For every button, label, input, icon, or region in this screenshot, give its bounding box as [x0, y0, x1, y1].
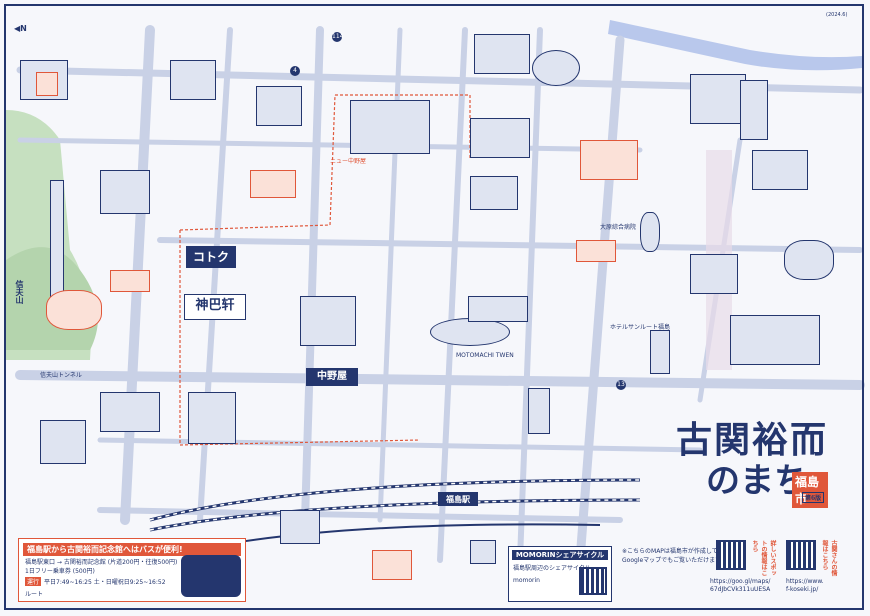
tunnel-label: 信夫山トンネル — [40, 372, 82, 379]
rock-monument[interactable] — [46, 290, 102, 330]
bakery-building[interactable] — [474, 34, 530, 74]
kotoku-sign[interactable]: コトク — [186, 246, 236, 268]
route-13-marker: 13 — [616, 380, 626, 390]
bus-info-line3: 平日7:49~16:25 土・日曜祝日9:25~16:52 — [44, 579, 166, 586]
castle-wall[interactable] — [40, 420, 86, 464]
hotel-label: ホテルサンルート福島 — [610, 324, 671, 331]
title-line1: 古関裕而 — [676, 419, 829, 461]
office-building[interactable] — [350, 100, 430, 154]
share-cycle-line1: 福島駅周辺のシェアサイクル — [513, 565, 591, 572]
bus-info-line4: ルート — [25, 591, 44, 598]
version-label: (2024.6) — [826, 12, 848, 18]
pagoda-icon — [650, 330, 670, 374]
bus-info-line2: 1日フリー乗車券 (500円) — [25, 568, 95, 575]
bus-icon — [181, 555, 241, 597]
map-frame — [4, 4, 864, 610]
jinpei-sign[interactable]: 神巴轩 — [184, 294, 246, 320]
old-church[interactable] — [300, 296, 356, 346]
walking-route — [179, 94, 471, 446]
shop-building-2[interactable] — [256, 86, 302, 126]
share-cycle-box: MOMORINシェアサイクル 福島駅周辺のシェアサイクル momorin — [508, 546, 612, 602]
yellow-shop[interactable] — [580, 140, 638, 180]
map-title-block: 古関裕而 のまち 福島市 第6版 — [676, 419, 829, 508]
route-4-marker: 4 — [290, 66, 300, 76]
house-building[interactable] — [470, 176, 518, 210]
rabbit-statue — [470, 540, 496, 564]
bus-info-line1: 福島駅東口 → 古関裕而記念館 (片道200円・往復500円) — [25, 559, 178, 566]
shop-building-1[interactable] — [170, 60, 216, 100]
google-map-qr-code[interactable] — [716, 540, 746, 570]
kimono-shop[interactable] — [690, 254, 738, 294]
share-cycle-heading: MOMORINシェアサイクル — [512, 550, 608, 560]
stadium-hall[interactable] — [430, 318, 510, 346]
bus-info-heading: 福島駅から古関裕而記念館へはバスが便利! — [23, 543, 241, 556]
bank-building[interactable] — [100, 392, 160, 432]
spot-info-tag: 詳しいスポットの情報はこちら — [751, 540, 776, 576]
ramen-bowl-icon — [532, 50, 580, 86]
google-map-url-1[interactable]: https://goo.gl/maps/ — [710, 578, 771, 585]
north-label: N — [20, 24, 27, 33]
nakanoya-sign[interactable]: 中野屋 — [306, 368, 358, 386]
railway — [149, 478, 641, 556]
bus-operation-tag: 運行 — [25, 577, 42, 586]
glasses-shop-building[interactable] — [470, 118, 530, 158]
koseki-site-qr-code[interactable] — [786, 540, 816, 570]
koseki-url-1[interactable]: https://www. — [786, 578, 824, 585]
mt-shinobu-label: 信夫山 — [15, 280, 24, 304]
shrine-building[interactable] — [110, 270, 150, 292]
route-114-marker: 114 — [332, 32, 344, 42]
stone-lantern — [740, 80, 768, 140]
church-building[interactable] — [100, 170, 150, 214]
north-arrow-icon: ◀N — [14, 24, 27, 33]
hospital-label: 大原綜合病院 — [600, 224, 637, 231]
abukuma-river — [608, 20, 862, 71]
bus-info-box: 福島駅から古関裕而記念館へはバスが便利! 福島駅東口 → 古関裕而記念館 (片道… — [18, 538, 246, 602]
cafe-building[interactable] — [250, 170, 296, 198]
covered-street[interactable] — [468, 296, 528, 322]
google-map-url-2[interactable]: 67dJbCVk311uUESA — [710, 586, 771, 593]
sweets-icon — [784, 240, 834, 280]
fukushima-station-label[interactable]: 福島駅 — [438, 492, 478, 506]
station-building[interactable] — [280, 510, 320, 544]
tall-tower[interactable] — [528, 388, 550, 434]
museum-tower-icon — [36, 72, 58, 96]
music-box-icon[interactable] — [372, 550, 412, 580]
koseki-info-tag: 古関さんの情報はこちら — [821, 540, 837, 576]
map-note-2: Googleマップでもご覧いただけます — [622, 557, 722, 564]
bench-area[interactable] — [576, 240, 616, 262]
gallery-building[interactable] — [188, 392, 236, 444]
motomachi-label: MOTOMACHI TWEN — [456, 352, 514, 359]
share-cycle-line2: momorin — [513, 577, 540, 584]
stone-statue[interactable] — [640, 212, 660, 252]
title-line2: のまち — [706, 461, 808, 501]
garden-building[interactable] — [752, 150, 808, 190]
kura-storehouse[interactable] — [730, 315, 820, 365]
share-cycle-qr-code[interactable] — [579, 567, 607, 595]
torii-gate-icon[interactable] — [690, 74, 746, 124]
edition-badge: 第6版 — [802, 492, 825, 503]
koseki-url-2[interactable]: f-koseki.jp/ — [786, 586, 819, 593]
map-note-1: ※こちらのMAPは福島市が作成しています — [622, 548, 736, 555]
new-nakanoya-label: ニュー中野屋 — [330, 158, 367, 165]
